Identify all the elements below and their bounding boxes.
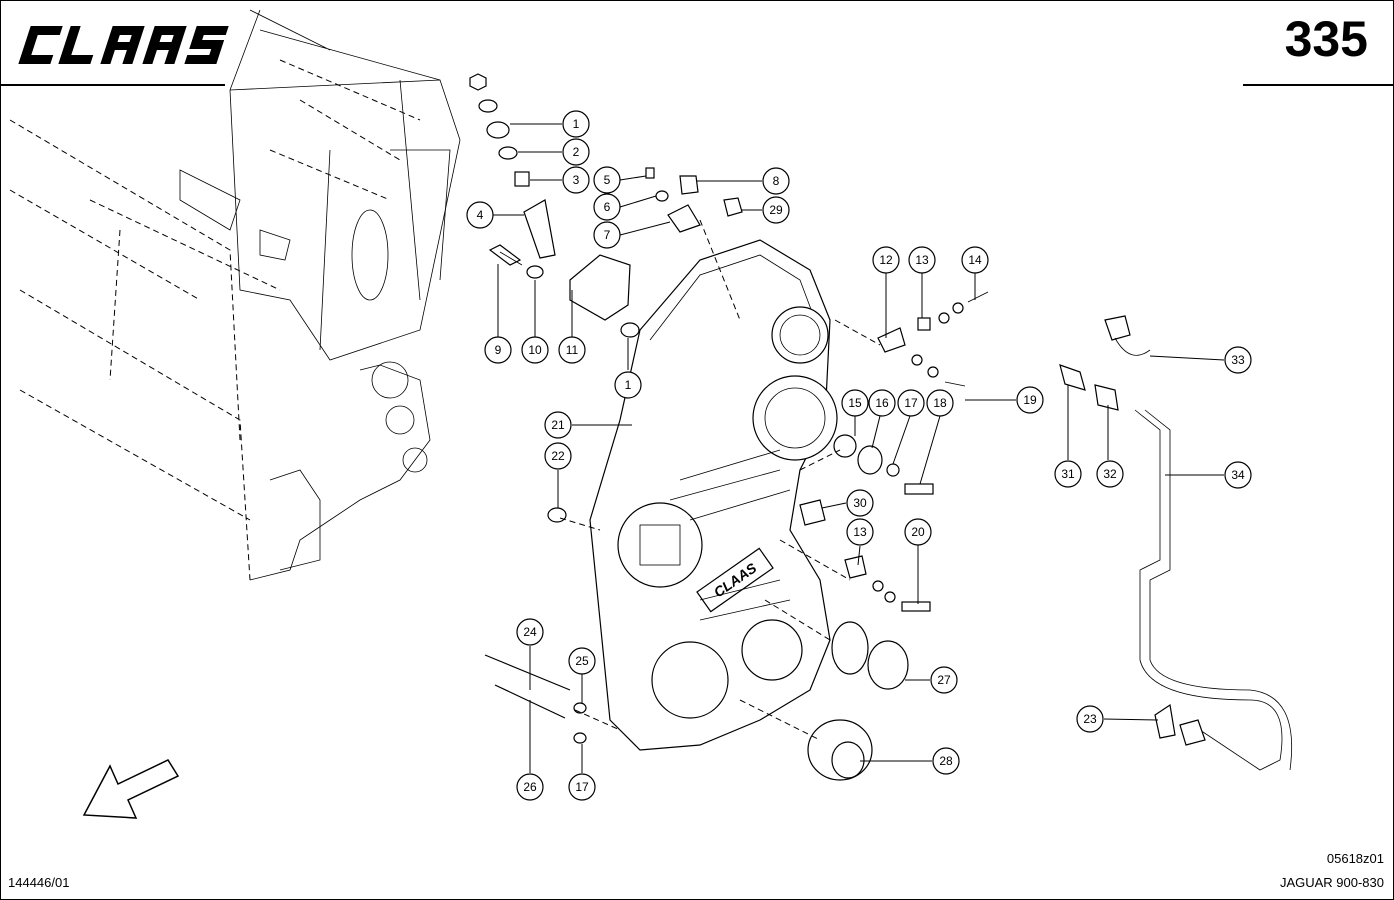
callout-number: 21 [551,418,565,432]
callout: 16 [868,389,896,417]
callout: 13 [846,518,874,546]
page-number: 335 [1284,11,1368,67]
callout-number: 33 [1231,353,1245,367]
hardware-parts [469,73,989,781]
callout-number: 17 [575,780,589,794]
callout: 3 [562,166,590,194]
callout-number: 20 [911,525,925,539]
callout: 33 [1224,346,1252,374]
callout: 34 [1224,461,1252,489]
callout-number: 29 [769,203,783,217]
callout-number: 18 [933,396,947,410]
hydraulic-hose [1059,315,1293,771]
callout: 11 [558,336,586,364]
callout-number: 13 [915,253,929,267]
callout: 6 [593,193,621,221]
callout: 21 [544,411,572,439]
callout-number: 14 [968,253,982,267]
callout: 2 [562,138,590,166]
callout: 8 [762,167,790,195]
callout: 31 [1054,460,1082,488]
callout-number: 27 [937,673,951,687]
callout: 20 [904,518,932,546]
callout: 17 [568,773,596,801]
callout: 22 [544,442,572,470]
callout: 15 [841,389,869,417]
callout-number: 31 [1061,467,1075,481]
callout-number: 12 [879,253,893,267]
callout-number: 10 [528,343,542,357]
callout-number: 28 [939,754,953,768]
leader-lines [492,123,1225,773]
model-designation: JAGUAR 900-830 [1279,875,1384,890]
callout: 18 [926,389,954,417]
callout: 13 [908,246,936,274]
callout-number: 32 [1103,467,1117,481]
gearbox-cover: CLAAS [589,239,838,751]
callout: 17 [897,389,925,417]
callout: 4 [466,201,494,229]
assembly-lines [559,219,881,741]
header-rule-left [0,84,225,86]
callout-number: 1 [625,378,632,392]
callout-number: 3 [573,173,580,187]
direction-arrow [82,759,180,819]
callout-number: 1 [573,117,580,131]
callout-number: 30 [853,496,867,510]
callout-number: 26 [523,780,537,794]
callout-number: 5 [604,173,611,187]
callout: 32 [1096,460,1124,488]
callout: 9 [484,336,512,364]
callout-number: 8 [773,174,780,188]
header-rule-right [1243,84,1393,86]
claas-logo [18,26,229,64]
callout-number: 11 [566,343,579,357]
callout: 23 [1076,705,1104,733]
callout-number: 15 [848,396,862,410]
callout-number: 22 [551,449,565,463]
callout: 25 [568,647,596,675]
callout-number: 16 [875,396,889,410]
callout: 28 [932,747,960,775]
callout: 30 [846,489,874,517]
callout-number: 7 [604,228,611,242]
callout-number: 25 [575,654,589,668]
callout: 1 [614,371,642,399]
callout: 27 [930,666,958,694]
callout: 10 [521,336,549,364]
callout: 5 [593,166,621,194]
callout-number: 23 [1083,712,1097,726]
callout: 1 [562,110,590,138]
callout: 12 [872,246,900,274]
callout: 26 [516,773,544,801]
callout: 19 [1016,386,1044,414]
callout-number: 6 [604,200,611,214]
callout-number: 19 [1023,393,1037,407]
callout: 7 [593,221,621,249]
callout-number: 13 [853,525,867,539]
callout-number: 17 [904,396,918,410]
callout-number: 34 [1231,468,1245,482]
callout: 29 [762,196,790,224]
document-id: 144446/01 [8,875,70,890]
drawing-id: 05618z01 [1326,851,1384,866]
callout-number: 4 [477,208,484,222]
chassis-outline [9,9,461,581]
callout-number: 2 [573,145,580,159]
callout-number: 9 [495,343,502,357]
callout: 14 [961,246,989,274]
callout: 24 [516,618,544,646]
callout-number: 24 [523,625,537,639]
